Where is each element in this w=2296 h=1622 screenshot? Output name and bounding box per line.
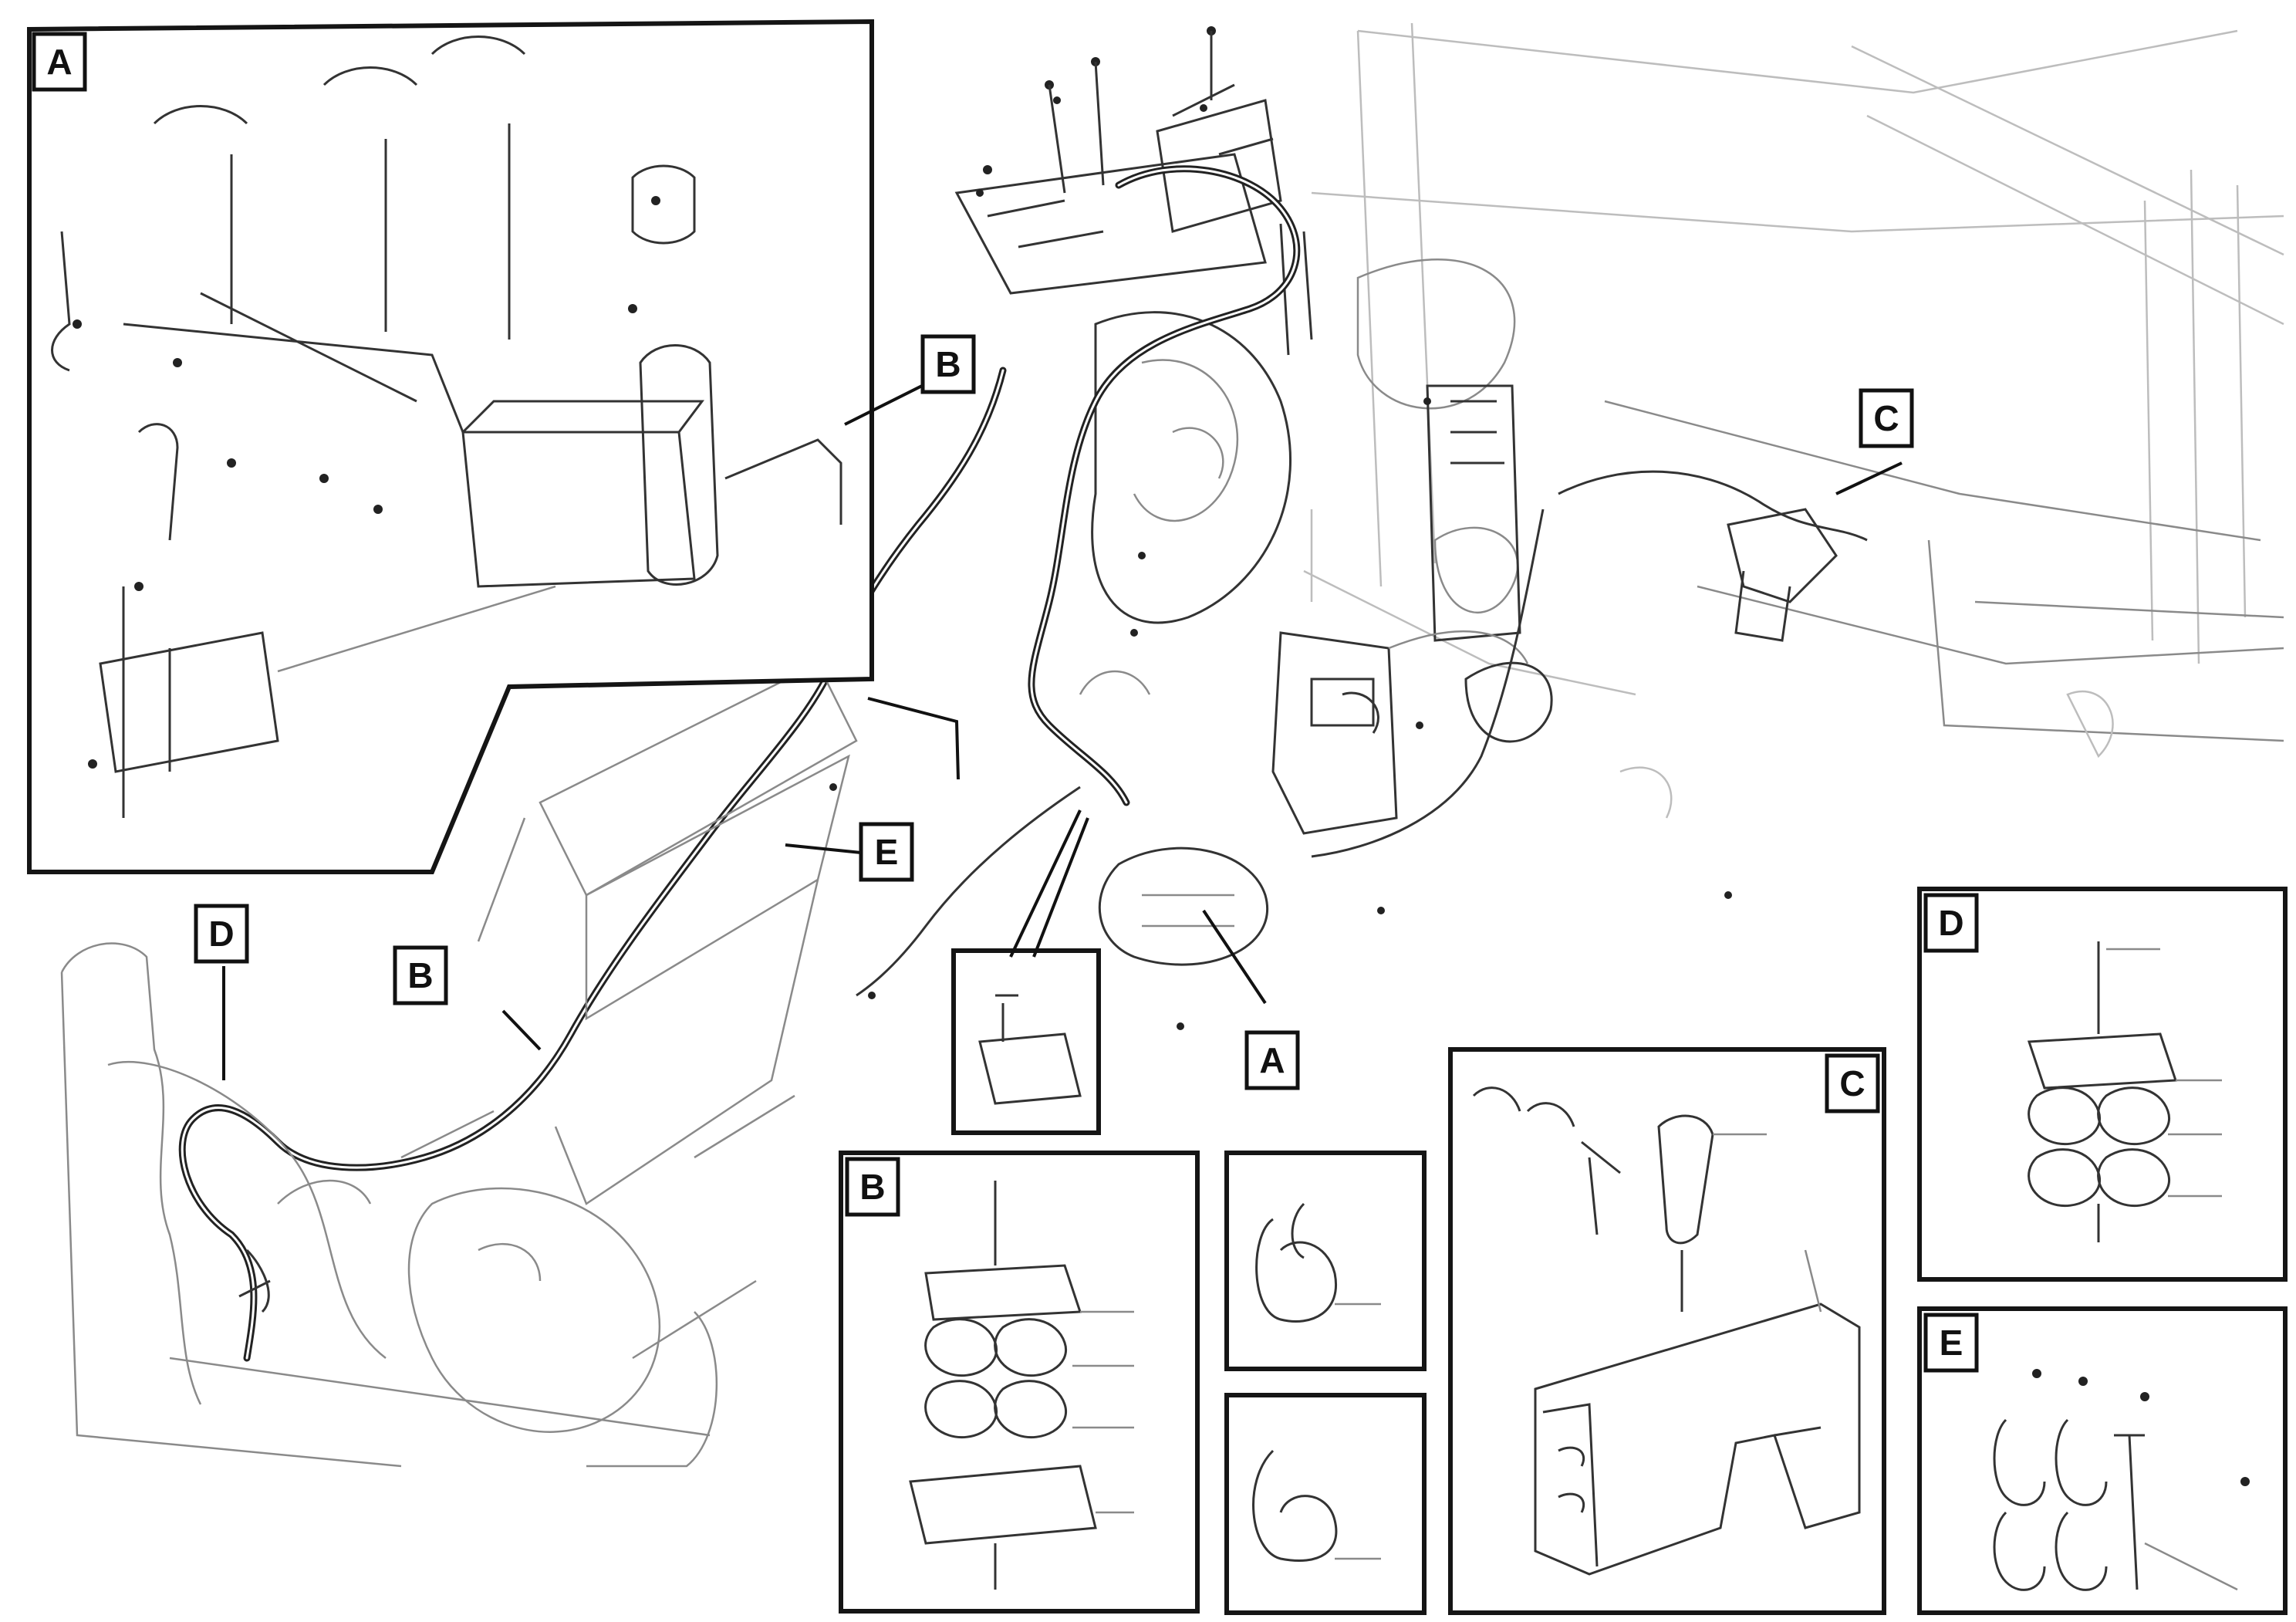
upper-valve-assembly bbox=[954, 26, 1313, 356]
svg-text:B: B bbox=[935, 344, 961, 384]
callout-b-inset: B bbox=[845, 1157, 900, 1217]
inset-a-detail bbox=[27, 19, 874, 874]
callout-d-main: D bbox=[194, 904, 249, 964]
callout-e-main: E bbox=[859, 822, 914, 882]
leader-lines bbox=[222, 376, 1903, 1080]
svg-text:C: C bbox=[1873, 398, 1899, 438]
inset-c-detail bbox=[1448, 1047, 1886, 1615]
inset-d-detail bbox=[1917, 887, 2288, 1282]
inset-hose-clip-lower bbox=[1224, 1393, 1427, 1615]
boom-pivot-area bbox=[1079, 311, 1553, 966]
inset-hose-clip-upper bbox=[1224, 1151, 1427, 1371]
svg-text:D: D bbox=[1938, 903, 1963, 943]
callout-b-lower: B bbox=[393, 945, 448, 1005]
svg-text:B: B bbox=[407, 955, 433, 995]
hydraulic-hoses bbox=[178, 165, 1868, 1362]
callout-c-inset: C bbox=[1825, 1053, 1880, 1113]
callout-d-inset: D bbox=[1923, 893, 1979, 953]
svg-text:E: E bbox=[1940, 1323, 1963, 1363]
svg-text:E: E bbox=[875, 832, 899, 872]
callout-c-main: C bbox=[1859, 388, 1914, 448]
callout-e-inset: E bbox=[1923, 1313, 1979, 1373]
svg-text:A: A bbox=[46, 42, 72, 82]
svg-text:B: B bbox=[859, 1167, 885, 1207]
svg-text:C: C bbox=[1839, 1063, 1865, 1103]
callout-a-main: A bbox=[1244, 1030, 1300, 1090]
callout-a-inset: A bbox=[32, 32, 87, 92]
inset-e-detail bbox=[1917, 1306, 2288, 1615]
svg-text:D: D bbox=[208, 914, 234, 954]
part-number-markers bbox=[829, 96, 1732, 1030]
inset-small-detail bbox=[951, 948, 1101, 1135]
callout-b-upper: B bbox=[920, 334, 976, 394]
inset-b-detail bbox=[839, 1151, 1200, 1614]
svg-text:A: A bbox=[1259, 1040, 1285, 1080]
lower-boom-linkage bbox=[60, 662, 858, 1468]
machine-background bbox=[1303, 22, 2284, 819]
